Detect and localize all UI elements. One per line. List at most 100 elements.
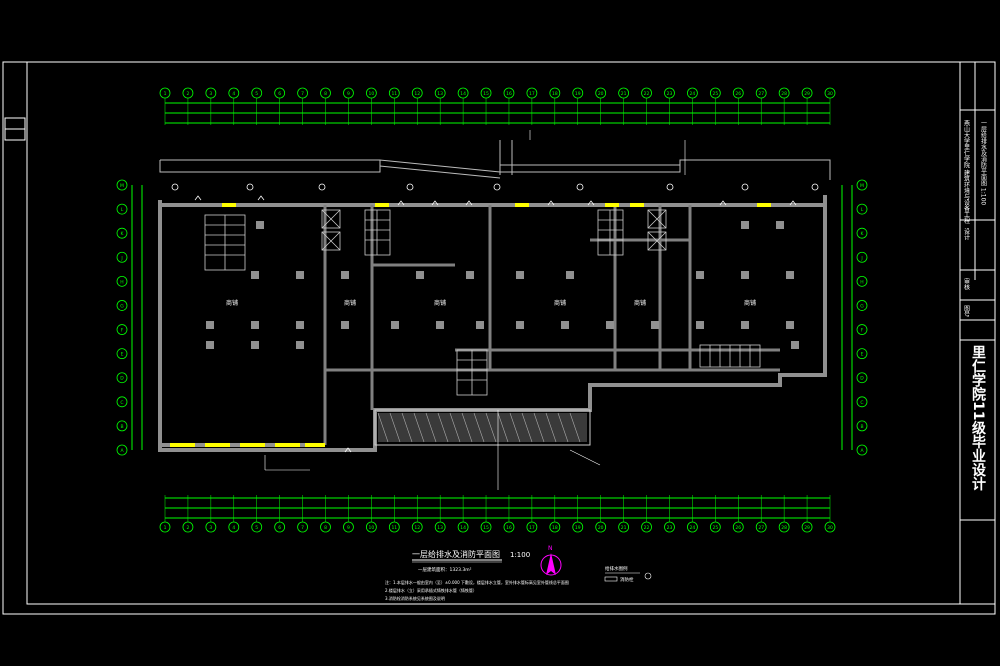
axis-bubble-label: 22 (644, 91, 650, 97)
column (391, 321, 399, 329)
axis-bubble-label: K (861, 231, 865, 237)
axis-bubble-label: B (860, 424, 863, 430)
axis-bubble-label: 27 (758, 91, 764, 97)
structural-columns (206, 221, 799, 349)
axis-bubble-label: 11 (391, 525, 397, 531)
axis-bubble-label: 8 (324, 91, 327, 97)
room-labels: 商铺 商铺 商铺 商铺 商铺 商铺 (226, 299, 756, 307)
axis-bubble-label: A (860, 448, 864, 454)
elevators (321, 209, 667, 251)
axis-bubble-label: 21 (621, 525, 627, 531)
axis-bubble (856, 179, 868, 191)
axis-bubble-label: 19 (575, 91, 581, 97)
column (296, 321, 304, 329)
column (416, 271, 424, 279)
axis-bubble-label: 6 (278, 525, 281, 531)
legend-item: 消防栓 (620, 576, 634, 583)
interior-walls (323, 205, 780, 445)
axis-bubble-label: 18 (552, 525, 558, 531)
column (251, 321, 259, 329)
axis-bubble (116, 275, 128, 287)
column (696, 321, 704, 329)
axis-bubble-label: 4 (232, 525, 235, 531)
room-label: 商铺 (744, 299, 756, 307)
axis-bubble-label: 15 (483, 525, 489, 531)
column (476, 321, 484, 329)
axis-bubble (116, 203, 128, 215)
sheet-label: 图号 (963, 305, 970, 318)
axis-bubble-label: 5 (255, 91, 258, 97)
axis-bubble-label: C (860, 400, 863, 406)
note-line-1: 注：1.本层排水一般由室内（至）±0.000 下敷设，楼层排水立管，室外排水管标… (385, 579, 569, 585)
room-label: 商铺 (344, 299, 356, 307)
axis-bubble-label: 26 (735, 91, 741, 97)
axis-bubble-label: 5 (255, 525, 258, 531)
room-label: 商铺 (554, 299, 566, 307)
column (296, 341, 304, 349)
axis-bubble (856, 444, 868, 456)
column (206, 321, 214, 329)
compass-north-label: N (548, 545, 553, 552)
school-name: 燕山大学里仁学院 建筑环境与设备工程 (963, 119, 970, 225)
axis-bubble (116, 348, 128, 360)
column (256, 221, 264, 229)
stair-middle (364, 209, 391, 256)
axis-bubble (116, 444, 128, 456)
axis-bubble-label: J (860, 255, 862, 261)
axis-bubble-label: 12 (414, 91, 420, 97)
column (741, 221, 749, 229)
axis-bubble-label: 16 (506, 91, 512, 97)
axis-bubble-label: 12 (414, 525, 420, 531)
room-label: 商铺 (226, 299, 238, 307)
column (341, 321, 349, 329)
project-title: 里仁学院11级毕业设计 (970, 345, 986, 492)
stair-left (204, 214, 246, 271)
column (696, 271, 704, 279)
axis-bubble-label: 15 (483, 91, 489, 97)
column (791, 341, 799, 349)
axis-bubble-label: F (121, 328, 124, 334)
designer-label: 设计 (963, 227, 970, 241)
axis-bubble-label: 9 (347, 91, 350, 97)
axis-bubble-label: 7 (301, 525, 304, 531)
legend-title: 给排水图例 (605, 565, 628, 572)
axis-bubble (116, 227, 128, 239)
axis-bubble-label: 1 (164, 91, 167, 97)
axis-bubble-label: 13 (437, 91, 443, 97)
axis-bubble (856, 227, 868, 239)
axis-bubble-label: L (121, 207, 124, 213)
axis-bubble (856, 203, 868, 215)
floor-area: 一层建筑面积：1323.3m² (418, 566, 472, 573)
axis-bubble (856, 251, 868, 263)
axis-bubble-label: M (860, 183, 864, 189)
stair-right (597, 209, 624, 256)
axis-bubble-label: B (120, 424, 123, 430)
axis-bubble-label: E (121, 352, 124, 358)
axis-bubble-label: 30 (827, 91, 833, 97)
column (786, 271, 794, 279)
axis-bubble-label: 10 (369, 525, 375, 531)
axis-bubble-label: 20 (598, 525, 604, 531)
axis-bubble-label: 18 (552, 91, 558, 97)
axis-bubble-label: 16 (506, 525, 512, 531)
building-walls (158, 195, 827, 452)
bottom-dimension-lines (165, 497, 830, 519)
column (741, 321, 749, 329)
column (741, 271, 749, 279)
drawing-title: 一层给排水及消防平面图 (412, 549, 500, 559)
axis-bubble (116, 251, 128, 263)
axis-bubble-label: 17 (529, 91, 535, 97)
column (786, 321, 794, 329)
axis-bubble-label: 27 (758, 525, 764, 531)
axis-bubble (856, 324, 868, 335)
axis-bubble (856, 396, 868, 408)
column (606, 321, 614, 329)
column (206, 341, 214, 349)
axis-bubble-label: 22 (644, 525, 650, 531)
axis-bubble-label: 11 (391, 91, 397, 97)
entrance-ramp (374, 409, 591, 446)
